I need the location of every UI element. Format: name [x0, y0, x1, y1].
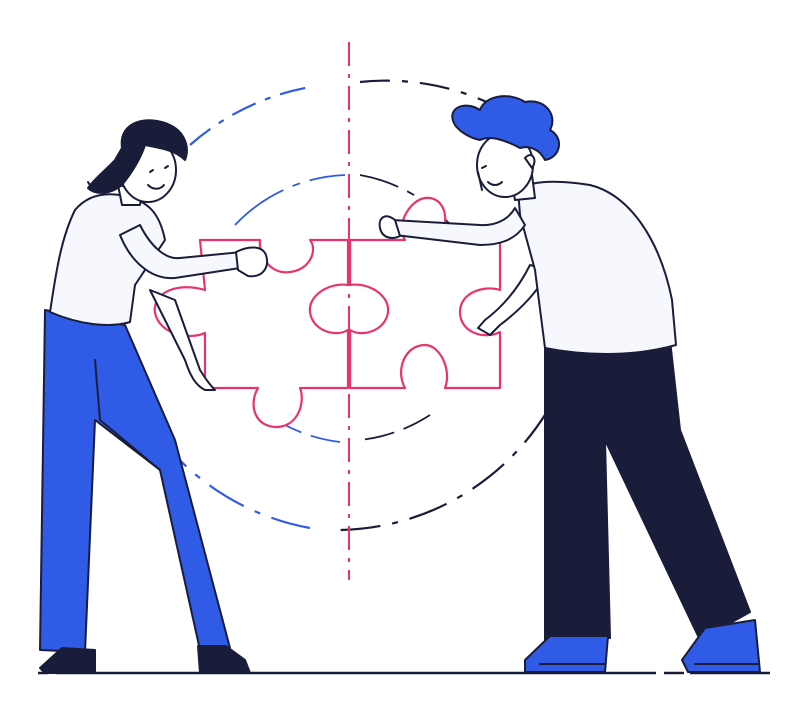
puzzle-left-piece	[153, 238, 350, 429]
dashed-circle-inner	[234, 174, 456, 443]
man-figure	[378, 95, 761, 673]
puzzle-right-piece	[348, 196, 502, 390]
woman-figure	[39, 119, 268, 674]
